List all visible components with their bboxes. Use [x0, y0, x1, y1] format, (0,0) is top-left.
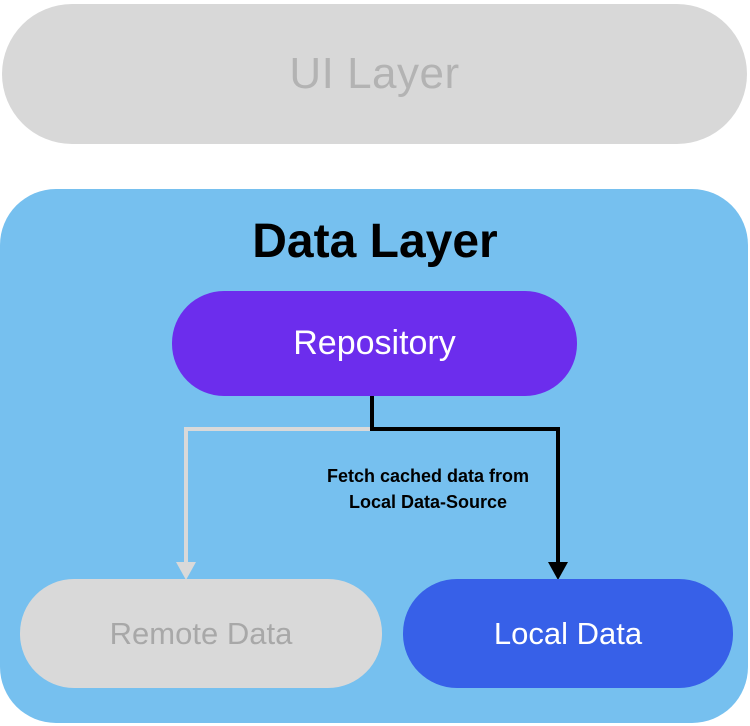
data-layer-title: Data Layer	[252, 215, 498, 268]
fetch-note-line-1: Fetch cached data from	[326, 466, 530, 486]
local-data-connector	[370, 396, 560, 566]
repository-node: Repository	[172, 291, 577, 396]
fetch-note-line-2: Local Data-Source	[348, 492, 508, 512]
fetch-note: Fetch cached data from Local Data-Source	[290, 463, 566, 515]
repository-label: Repository	[293, 324, 456, 362]
remote-data-label: Remote Data	[109, 615, 293, 651]
remote-data-arrowhead	[176, 562, 196, 580]
ui-layer-box: UI Layer	[2, 4, 747, 144]
ui-layer-label: UI Layer	[289, 49, 460, 98]
local-data-label: Local Data	[493, 615, 643, 651]
remote-data-node: Remote Data	[20, 579, 382, 688]
local-data-arrowhead	[548, 562, 568, 580]
local-data-node: Local Data	[403, 579, 733, 688]
